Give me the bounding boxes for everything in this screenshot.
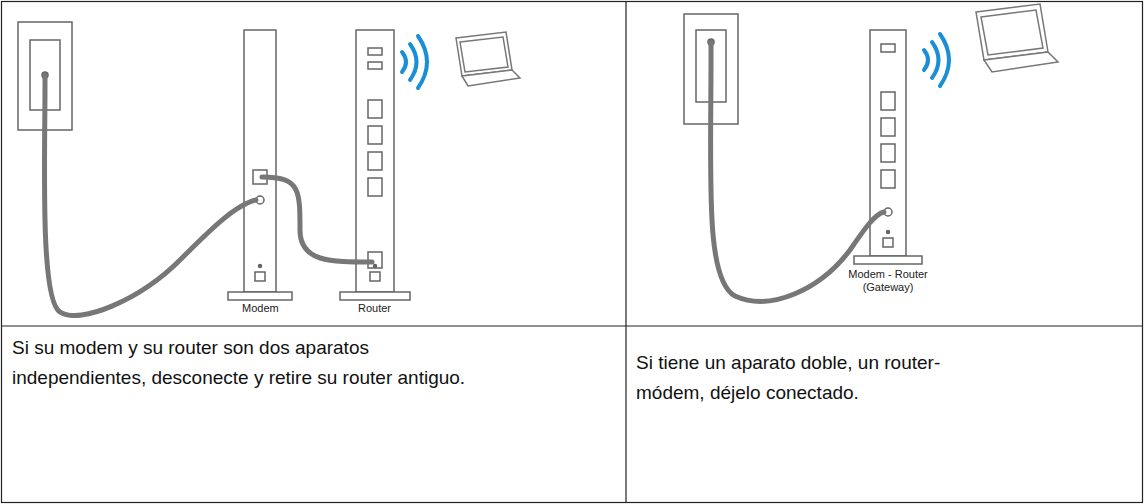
device-label: Modem - Router (Gateway): [840, 268, 936, 294]
wifi-signal: [402, 36, 427, 88]
modem-device: [228, 30, 292, 300]
device-label: Modem: [240, 302, 281, 315]
caption-text: Si tiene un aparato doble, un router-mód…: [636, 348, 996, 408]
cables: [711, 42, 884, 301]
laptop: [976, 4, 1058, 72]
caption-text: Si su modem y su router son dos aparatos…: [12, 333, 482, 393]
cables: [44, 75, 372, 315]
wifi-signal: [924, 34, 949, 86]
device-label: Router: [356, 302, 393, 315]
laptop: [456, 32, 520, 86]
